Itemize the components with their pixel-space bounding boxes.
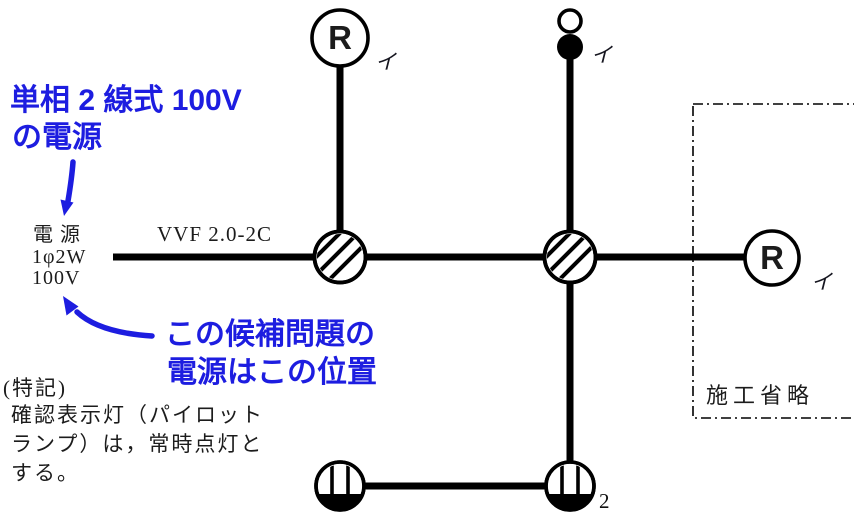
position-note-line1: この候補問題の <box>165 318 375 351</box>
power-source-title: 電 源 <box>33 224 81 246</box>
special-note-title: (特記) <box>3 376 67 400</box>
lamp-top-letter: R <box>328 19 352 56</box>
special-note-line2: ランプ）は，常時点灯と <box>11 432 264 456</box>
outlet-right-symbol <box>544 460 596 512</box>
wires <box>113 46 747 490</box>
construction-omitted-label: 施工省略 <box>706 383 815 408</box>
cable-label: VVF 2.0-2C <box>157 222 273 246</box>
source-note-line1: 単相 2 線式 100V <box>10 84 242 117</box>
power-source-voltage: 100V <box>32 267 81 289</box>
position-note-arrow <box>63 296 155 339</box>
construction-omitted-box <box>692 103 854 419</box>
lamp-top-subscript: イ <box>375 50 396 74</box>
source-note-line2: の電源 <box>12 121 102 154</box>
outlet-left-symbol <box>314 460 366 512</box>
position-note-line2: 電源はこの位置 <box>167 356 377 389</box>
ceiling-light-symbol <box>557 8 583 60</box>
power-source-phase: 1φ2W <box>32 246 87 268</box>
junction-box-right-symbol <box>542 229 598 285</box>
junction-box-left-symbol <box>312 229 368 285</box>
lamp-receptacle-right-symbol <box>743 229 801 287</box>
lamp-receptacle-top-symbol <box>310 8 370 68</box>
ceiling-light-subscript: イ <box>591 43 612 67</box>
special-note-line1: 確認表示灯（パイロット <box>11 403 264 427</box>
source-note-arrow <box>60 159 76 216</box>
special-note-line3: する。 <box>11 461 80 485</box>
lamp-right-letter: R <box>760 239 784 276</box>
outlet-double-subscript: 2 <box>599 489 610 513</box>
lamp-right-subscript: イ <box>811 270 832 294</box>
